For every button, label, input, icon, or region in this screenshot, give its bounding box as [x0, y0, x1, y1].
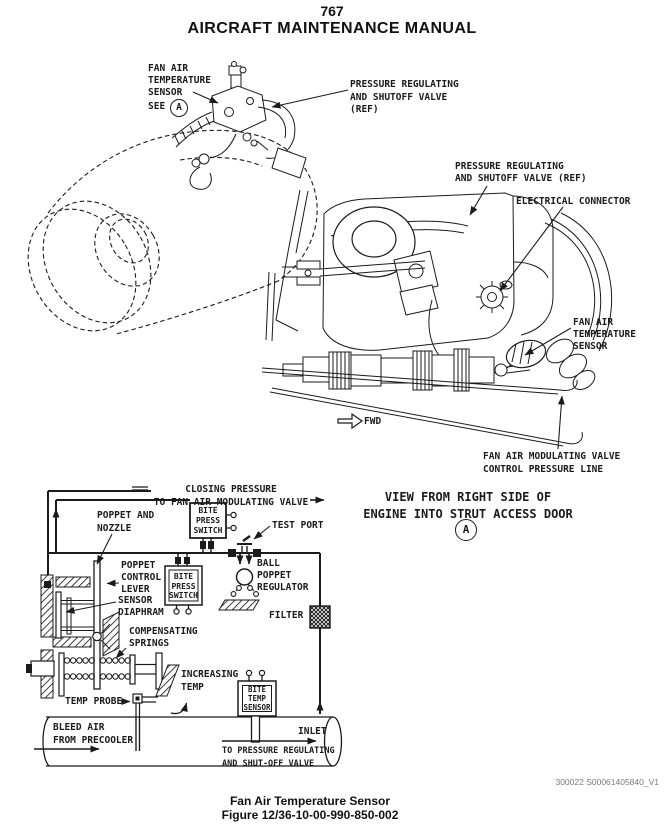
bite-press-switch-1-symbol — [189, 502, 237, 553]
bite-press-switch-2-label: BITE PRESS SWITCH — [169, 572, 198, 600]
detail-electrical-connector-label: ELECTRICAL CONNECTOR — [516, 196, 631, 207]
filter-label: FILTER — [269, 610, 304, 621]
test-port-label: TEST PORT — [272, 520, 324, 531]
valve-cluster-drawing — [171, 61, 307, 190]
overview-leaders — [192, 89, 349, 109]
detail-sensor-label: FAN AIR TEMPERATURE SENSOR — [573, 317, 636, 352]
detail-view-drawing — [261, 189, 613, 447]
bleed-air-label: BLEED AIR FROM PRECOOLER — [53, 722, 134, 746]
ball-poppet-regulator-label: BALL POPPET REGULATOR — [257, 558, 309, 593]
overview-prsov-label: PRESSURE REGULATING AND SHUTOFF VALVE (R… — [350, 79, 459, 115]
page-number: 767 — [320, 3, 344, 19]
inlet-label: INLET — [298, 726, 327, 737]
sensor-diaphram-label: SENSOR DIAPHRAM — [118, 595, 164, 618]
fwd-arrow-icon — [337, 412, 364, 430]
closing-pressure-label: CLOSING PRESSURE TO FAN AIR MODULATING V… — [153, 484, 309, 508]
test-port-symbol — [228, 535, 261, 557]
schematic-leaders — [65, 525, 271, 705]
figure-caption-title: Fan Air Temperature Sensor — [229, 794, 391, 808]
ball-poppet-regulator-symbol — [218, 553, 260, 611]
control-pressure-line-label: FAN AIR MODULATING VALVE CONTROL PRESSUR… — [483, 451, 621, 475]
fwd-label: FWD — [364, 416, 382, 427]
view-caption-label: VIEW FROM RIGHT SIDE OF ENGINE INTO STRU… — [363, 490, 573, 521]
detail-leaders — [469, 185, 572, 450]
overview-see-label: SEE — [148, 101, 166, 112]
bleed-air-pipe-drawing — [34, 715, 343, 767]
page-title: AIRCRAFT MAINTENANCE MANUAL — [187, 20, 477, 37]
footer-code: 300022 S00061405840_V1 — [555, 777, 659, 787]
overview-sensor-label: FAN AIR TEMPERATURE SENSOR — [148, 63, 211, 98]
engine-nacelle-drawing — [27, 129, 318, 335]
poppet-control-lever-label: POPPET CONTROL LEVER — [121, 560, 162, 595]
detail-marker-circle-a: A — [170, 99, 188, 117]
increasing-temp-label: INCREASING TEMP — [181, 669, 239, 693]
detail-marker-circle-b: A — [455, 519, 477, 541]
to-prsov-label: TO PRESSURE REGULATING AND SHUT-OFF VALV… — [222, 746, 335, 769]
bite-press-switch-2-symbol — [164, 553, 203, 615]
detail-prsov-label: PRESSURE REGULATING AND SHUTOFF VALVE (R… — [455, 161, 587, 184]
filter-symbol — [309, 605, 331, 629]
temp-probe-label: TEMP PROBE — [65, 696, 123, 707]
bite-temp-sensor-label: BITE TEMP SENSOR — [243, 685, 271, 712]
poppet-nozzle-label: POPPET AND NOZZLE — [97, 510, 155, 534]
figure-caption-number: Figure 12/36-10-00-990-850-002 — [221, 808, 399, 822]
compensating-springs-label: COMPENSATING SPRINGS — [129, 626, 198, 649]
schematic-lines — [47, 486, 325, 714]
bite-press-switch-1-label: BITE PRESS SWITCH — [193, 506, 223, 535]
